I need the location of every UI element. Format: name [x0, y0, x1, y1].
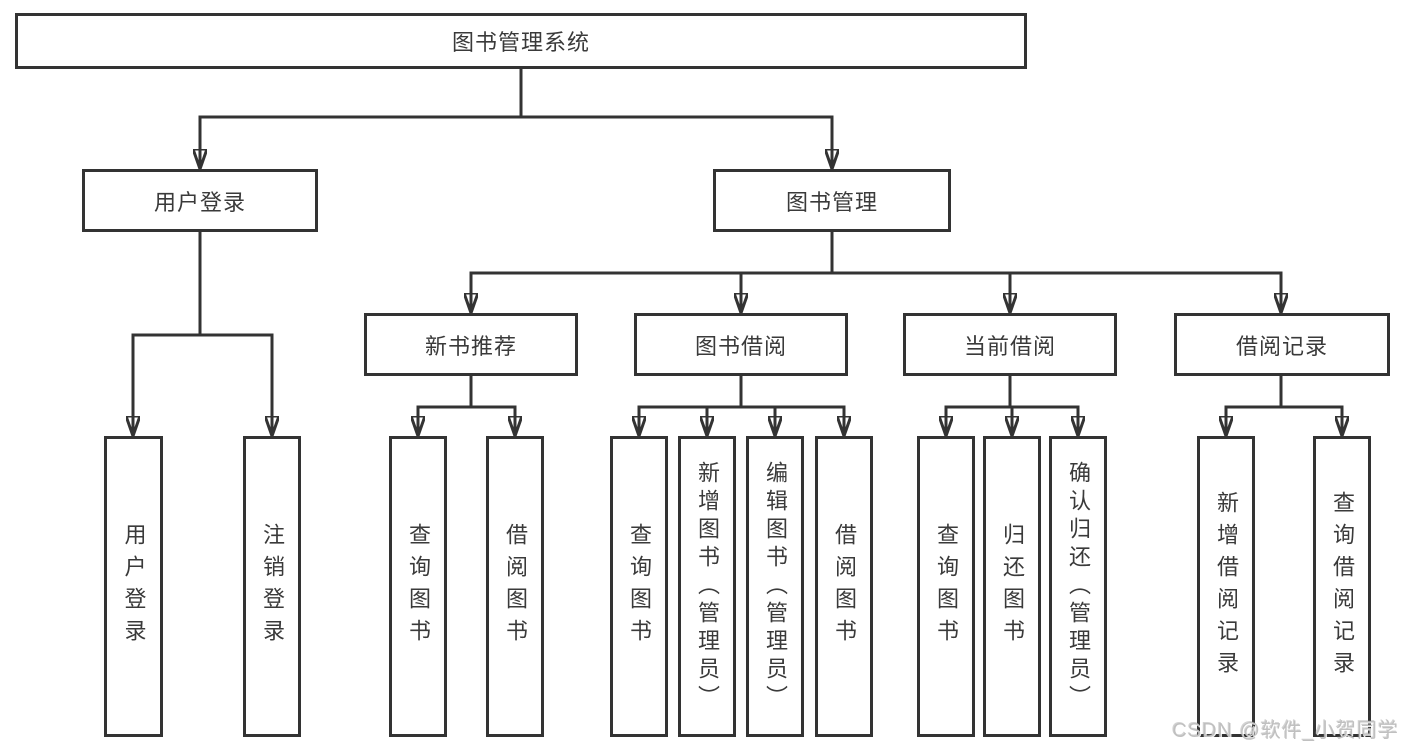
connector-book-management-children	[469, 230, 1283, 275]
connector-records-children	[1224, 374, 1344, 409]
connector-recommend-children	[416, 374, 517, 409]
node-new-book-recommend: 新书推荐	[364, 313, 578, 376]
node-library-system: 图书管理系统	[15, 13, 1027, 69]
leaf-logout: 注销登录	[243, 436, 301, 737]
leaf-borrow-books-recommend: 借阅图书	[486, 436, 544, 737]
leaf-user-login: 用户登录	[104, 436, 163, 737]
node-user-login: 用户登录	[82, 169, 318, 232]
watermark-text: CSDN @软件_小贺同学	[1172, 720, 1399, 742]
leaf-add-borrow-record: 新增借阅记录	[1197, 436, 1255, 737]
connector-current-children	[944, 374, 1080, 409]
leaf-borrow-books-borrow: 借阅图书	[815, 436, 873, 737]
node-book-borrow: 图书借阅	[634, 313, 848, 376]
leaf-query-books-current: 查询图书	[917, 436, 975, 737]
connector-borrow-children	[637, 374, 846, 409]
node-current-borrow: 当前借阅	[903, 313, 1117, 376]
leaf-add-book-admin: 新增图书（管理员）	[678, 436, 736, 737]
node-book-management: 图书管理	[713, 169, 951, 232]
connector-root-to-level1	[198, 67, 834, 119]
node-borrow-records: 借阅记录	[1174, 313, 1390, 376]
leaf-query-books-borrow: 查询图书	[610, 436, 668, 737]
leaf-query-books-recommend: 查询图书	[389, 436, 447, 737]
connector-user-login-children	[131, 230, 274, 337]
leaf-edit-book-admin: 编辑图书（管理员）	[746, 436, 804, 737]
leaf-confirm-return-admin: 确认归还（管理员）	[1049, 436, 1107, 737]
leaf-query-borrow-record: 查询借阅记录	[1313, 436, 1371, 737]
leaf-return-books: 归还图书	[983, 436, 1041, 737]
